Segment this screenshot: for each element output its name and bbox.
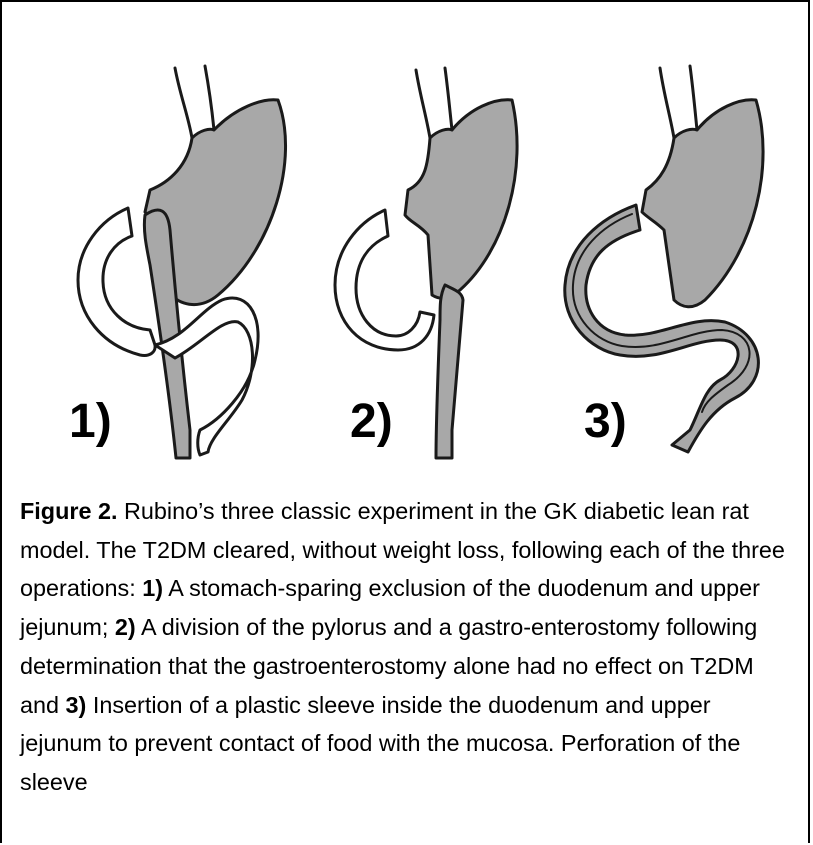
panel-3-stomach — [642, 100, 763, 307]
figure-caption: Figure 2. Rubino’s three classic experim… — [20, 492, 795, 802]
panel-2-limb — [436, 285, 463, 458]
panel-2-stomach — [405, 100, 517, 299]
caption-figure-label: Figure 2. — [20, 498, 117, 524]
panel-2-duodenal-loop — [335, 210, 434, 350]
panel-1-label: 1) — [69, 398, 112, 446]
panel-2-esophagus — [416, 68, 452, 138]
panel-3-esophagus — [660, 66, 697, 138]
caption-item1-label: 1) — [142, 575, 163, 601]
panel-1-esophagus — [175, 66, 214, 138]
caption-item2-label: 2) — [115, 614, 136, 640]
panel-3-label: 3) — [584, 398, 627, 446]
caption-item3-label: 3) — [66, 692, 87, 718]
surgical-illustration — [0, 0, 813, 480]
caption-item3-text: Insertion of a plastic sleeve inside the… — [20, 692, 740, 795]
panel-2-label: 2) — [350, 398, 393, 446]
